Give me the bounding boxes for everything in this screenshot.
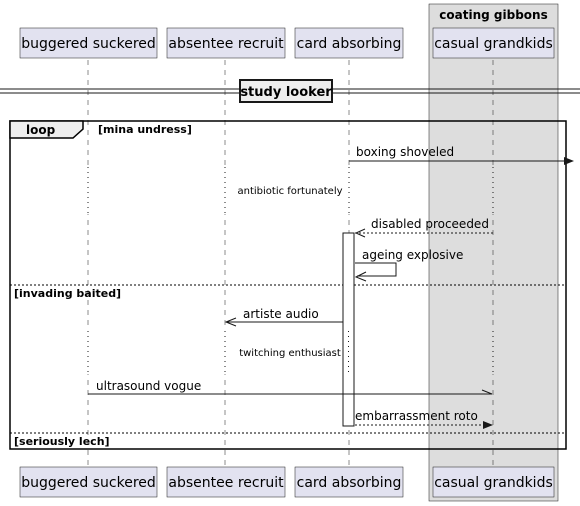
- group-label: coating gibbons: [439, 8, 547, 22]
- loop-section-1: [invading baited]: [14, 287, 121, 300]
- participant-buggered-suckered-top[interactable]: buggered suckered: [19, 27, 158, 59]
- participant-card-absorbing-bottom[interactable]: card absorbing: [294, 466, 404, 498]
- activation-bar: [342, 232, 355, 427]
- delay-label-2: twitching enthusiast: [239, 348, 341, 359]
- participant-buggered-suckered-bottom[interactable]: buggered suckered: [19, 466, 158, 498]
- participant-label: buggered suckered: [21, 36, 156, 52]
- participant-casual-grandkids-bottom[interactable]: casual grandkids: [432, 466, 555, 498]
- divider-label: study looker: [240, 85, 332, 100]
- participant-absentee-recruit-bottom[interactable]: absentee recruit: [166, 466, 286, 498]
- loop-guard: [mina undress]: [98, 123, 192, 136]
- message-label: disabled proceeded: [371, 217, 489, 231]
- participant-label: absentee recruit: [168, 36, 284, 52]
- loop-fragment: loop [mina undress] [invading baited] [s…: [9, 120, 567, 450]
- message-label: ageing explosive: [362, 248, 463, 262]
- participant-casual-grandkids-top[interactable]: casual grandkids: [432, 27, 555, 59]
- message-label: embarrassment roto: [355, 409, 478, 423]
- message-label: ultrasound vogue: [96, 379, 201, 393]
- message-boxing-shoveled: boxing shoveled: [349, 145, 574, 165]
- participant-label: casual grandkids: [434, 475, 553, 491]
- message-label: artiste audio: [243, 307, 319, 321]
- message-disabled-proceeded: disabled proceeded: [354, 217, 493, 238]
- participant-label: casual grandkids: [434, 36, 553, 52]
- participant-label: buggered suckered: [21, 475, 156, 491]
- message-label: boxing shoveled: [356, 145, 454, 159]
- participant-card-absorbing-top[interactable]: card absorbing: [294, 27, 404, 59]
- delay-gap-1: antibiotic fortunately: [85, 166, 496, 214]
- message-ageing-explosive: ageing explosive: [354, 248, 463, 282]
- message-ultrasound-vogue: ultrasound vogue: [88, 379, 493, 395]
- participant-label: card absorbing: [297, 475, 402, 491]
- message-artiste-audio: artiste audio: [224, 307, 343, 327]
- participant-absentee-recruit-top[interactable]: absentee recruit: [166, 27, 286, 59]
- participant-group-box: coating gibbons: [428, 3, 559, 502]
- loop-keyword: loop: [26, 123, 56, 137]
- message-embarrassment-roto: embarrassment roto: [355, 409, 493, 429]
- delay-label-1: antibiotic fortunately: [237, 186, 342, 197]
- participant-label: card absorbing: [297, 36, 402, 52]
- loop-section-2: [seriously lech]: [14, 435, 110, 448]
- divider: study looker: [0, 79, 580, 103]
- participant-label: absentee recruit: [168, 475, 284, 491]
